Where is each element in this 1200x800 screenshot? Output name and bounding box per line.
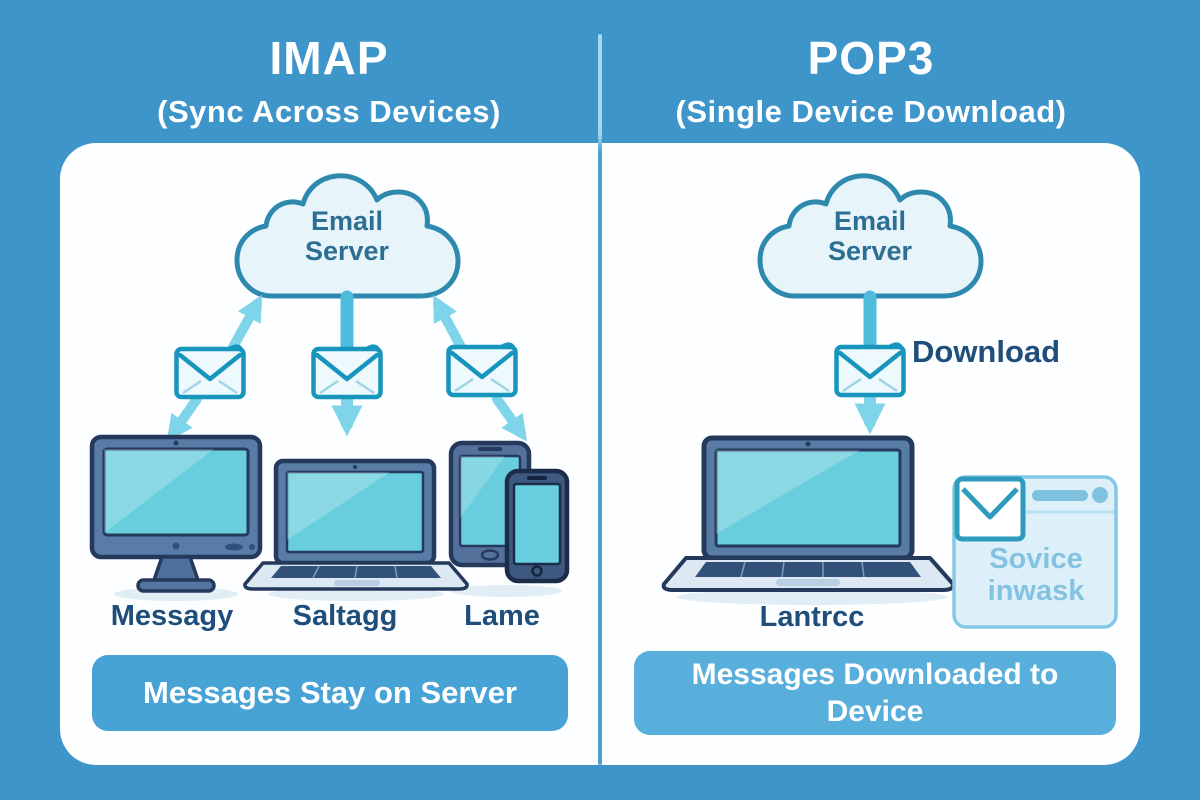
- pop3-banner: Messages Downloaded to Device: [634, 651, 1116, 735]
- email-server-label-left: Email Server: [304, 206, 390, 267]
- webmail-card-label: Sovice inwask: [987, 543, 1085, 608]
- imap-title-block: IMAP (Sync Across Devices): [60, 32, 598, 130]
- download-label: Download: [912, 334, 1061, 369]
- imap-subtitle: (Sync Across Devices): [157, 93, 501, 129]
- right-device-label: Lantrcc: [759, 601, 865, 633]
- desktop-device-label: Messagy: [110, 600, 234, 632]
- email-server-label-right: Email Server: [827, 206, 913, 267]
- divider-line: [598, 34, 602, 765]
- laptop-device-label: Saltagg: [292, 600, 398, 632]
- imap-title: IMAP: [269, 32, 389, 84]
- pop3-title-block: POP3 (Single Device Download): [602, 32, 1140, 130]
- pop3-title: POP3: [807, 32, 935, 84]
- tablet-device-label: Lame: [464, 600, 540, 632]
- pop3-subtitle: (Single Device Download): [675, 93, 1067, 129]
- imap-banner-label: Messages Stay on Server: [143, 675, 517, 710]
- imap-banner: Messages Stay on Server: [92, 655, 568, 731]
- pop3-banner-label: Messages Downloaded to Device: [691, 657, 1059, 729]
